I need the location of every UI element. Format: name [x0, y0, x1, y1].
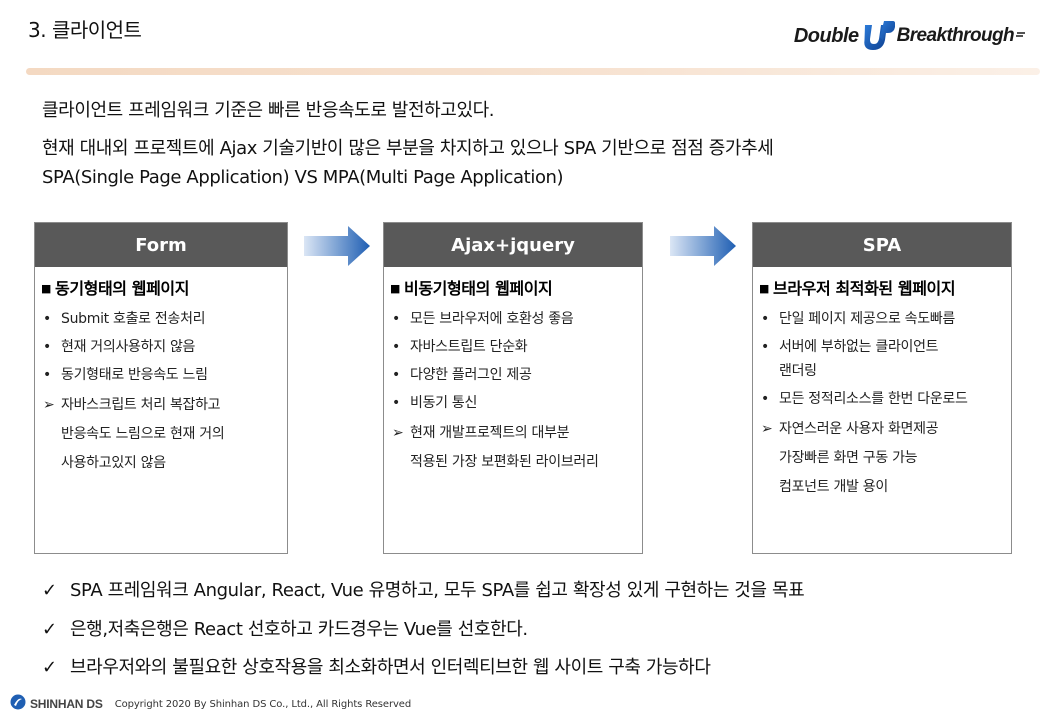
list-item: •Submit 호출로 전송처리	[43, 311, 206, 327]
list-item: •동기형태로 반응속도 느림	[43, 367, 208, 383]
arrow-right-icon	[670, 224, 738, 272]
card-ajax-subtitle: ■비동기형태의 웹페이지	[390, 279, 553, 298]
arrow-bullet-icon: ➢	[761, 421, 773, 437]
up-logo-icon	[861, 19, 895, 53]
list-item: •현재 거의사용하지 않음	[43, 339, 196, 355]
list-item: •모든 브라우저에 호환성 좋음	[392, 311, 574, 327]
intro-line-2: 현재 대내외 프로젝트에 Ajax 기술기반이 많은 부분을 차지하고 있으나 …	[42, 138, 774, 159]
check-icon: ✓	[42, 619, 57, 640]
card-ajax-header: Ajax+jquery	[384, 223, 642, 267]
card-form: Form ■동기형태의 웹페이지 •Submit 호출로 전송처리 •현재 거의…	[34, 222, 288, 554]
header-divider	[26, 68, 1040, 75]
summary-point-1: ✓SPA 프레임워크 Angular, React, Vue 유명하고, 모두 …	[42, 580, 805, 601]
list-item: •모든 정적리소스를 한번 다운로드	[761, 391, 968, 407]
card-form-subtitle: ■동기형태의 웹페이지	[41, 279, 190, 298]
card-spa: SPA ■브라우저 최적화된 웹페이지 •단일 페이지 제공으로 속도빠름 •서…	[752, 222, 1012, 554]
list-item: ➢자바스크립트 처리 복잡하고 반응속도 느림으로 현재 거의 사용하고있지 않…	[35, 389, 287, 480]
list-item: •단일 페이지 제공으로 속도빠름	[761, 311, 955, 327]
footer-brand: SHINHAN DS	[30, 697, 103, 711]
speed-lines-icon	[1016, 27, 1026, 45]
page-title: 3. 클라이언트	[28, 18, 142, 42]
check-icon: ✓	[42, 580, 57, 601]
card-spa-subtitle: ■브라우저 최적화된 웹페이지	[759, 279, 956, 298]
list-item: •자바스트립트 단순화	[392, 339, 528, 355]
footer-bar: SHINHAN DS Copyright 2020 By Shinhan DS …	[10, 694, 411, 714]
logo-text-left: Double	[793, 24, 859, 47]
copyright-text: Copyright 2020 By Shinhan DS Co., Ltd., …	[114, 698, 412, 710]
company-logo: Double Breakthrough	[794, 16, 1026, 56]
card-ajax: Ajax+jquery ■비동기형태의 웹페이지 •모든 브라우저에 호환성 좋…	[383, 222, 643, 554]
logo-text-right: Breakthrough	[896, 25, 1015, 46]
intro-line-1: 클라이언트 프레임워크 기준은 빠른 반응속도로 발전하고있다.	[42, 100, 495, 121]
list-item: •비동기 통신	[392, 395, 478, 411]
list-item: ➢자연스러운 사용자 화면제공 가장빠른 화면 구동 가능 컴포넌트 개발 용이	[753, 413, 1011, 504]
intro-line-3: SPA(Single Page Application) VS MPA(Mult…	[42, 167, 564, 188]
list-item: •서버에 부하없는 클라이언트 랜더링	[761, 339, 939, 379]
arrow-bullet-icon: ➢	[392, 425, 404, 441]
shinhan-logo-icon	[10, 694, 26, 714]
card-form-header: Form	[35, 223, 287, 267]
summary-point-3: ✓브라우저와의 불필요한 상호작용을 최소화하면서 인터렉티브한 웹 사이트 구…	[42, 657, 711, 678]
list-item: •다양한 플러그인 제공	[392, 367, 532, 383]
card-spa-header: SPA	[753, 223, 1011, 267]
arrow-bullet-icon: ➢	[43, 397, 55, 413]
check-icon: ✓	[42, 657, 57, 678]
list-item: ➢현재 개발프로젝트의 대부분 적용된 가장 보편화된 라이브러리	[384, 417, 642, 479]
arrow-right-icon	[304, 224, 372, 272]
summary-point-2: ✓은행,저축은행은 React 선호하고 카드경우는 Vue를 선호한다.	[42, 619, 528, 640]
